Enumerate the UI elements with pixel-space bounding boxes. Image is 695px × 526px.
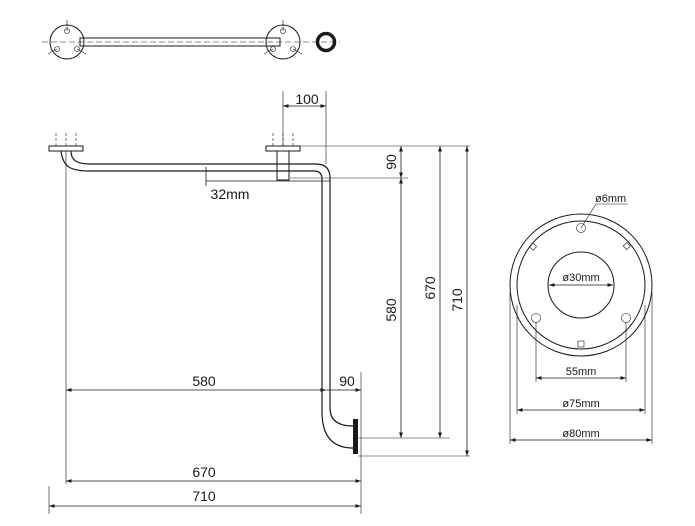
label-hole-spacing: 55mm: [566, 366, 597, 378]
flange-left: [48, 145, 84, 152]
leader-line: [47, 48, 58, 55]
locator-notch: [529, 242, 538, 251]
rail-tube-inner: [70, 150, 354, 427]
screw-hole-top: [576, 223, 586, 233]
top-view-tube-end: [315, 31, 337, 53]
label-100: 100: [295, 91, 319, 107]
top-view-screw: [74, 46, 80, 52]
top-view-screw: [270, 46, 276, 52]
label-bolt-circle: ø75mm: [562, 398, 599, 410]
flange-middle: [265, 145, 301, 152]
label-670-horizontal: 670: [192, 464, 216, 480]
screw-hole-left: [531, 313, 541, 323]
rail-tube-outer: [60, 150, 354, 449]
label-710-horizontal: 710: [192, 488, 216, 504]
flange-center-hole: [547, 251, 615, 319]
top-view-bar: [79, 37, 281, 47]
label-outer-diameter: ø80mm: [562, 428, 599, 440]
flange-detail: ø6mm ø30mm 55mm ø75mm ø80mm: [509, 193, 653, 444]
locator-notch: [622, 242, 631, 251]
label-screw-hole: ø6mm: [595, 193, 626, 205]
screw-hole-right: [621, 313, 631, 323]
top-view: [42, 20, 340, 60]
leader-line: [580, 203, 597, 229]
leader-line: [76, 48, 87, 55]
label-90-horizontal: 90: [339, 373, 355, 389]
flange-outer-circle: [509, 213, 653, 357]
locator-notch: [577, 340, 585, 348]
label-inner-hole: ø30mm: [562, 272, 599, 284]
top-view-screw: [290, 46, 296, 52]
leader-line: [292, 48, 303, 55]
middle-post: [276, 150, 290, 181]
label-710-vertical: 710: [449, 288, 465, 312]
label-580-vertical: 580: [383, 298, 399, 322]
leader-line: [263, 48, 274, 55]
flange-bottom: [353, 419, 358, 454]
label-32mm: 32mm: [211, 186, 250, 202]
top-view-screw: [54, 46, 60, 52]
flange-inner-circle: [516, 220, 646, 350]
front-view: 100 32mm 90 580 670 710 580 90 670 710: [48, 91, 470, 514]
label-580-horizontal: 580: [192, 373, 216, 389]
label-90-vertical: 90: [383, 154, 399, 170]
label-670-vertical: 670: [422, 276, 438, 300]
